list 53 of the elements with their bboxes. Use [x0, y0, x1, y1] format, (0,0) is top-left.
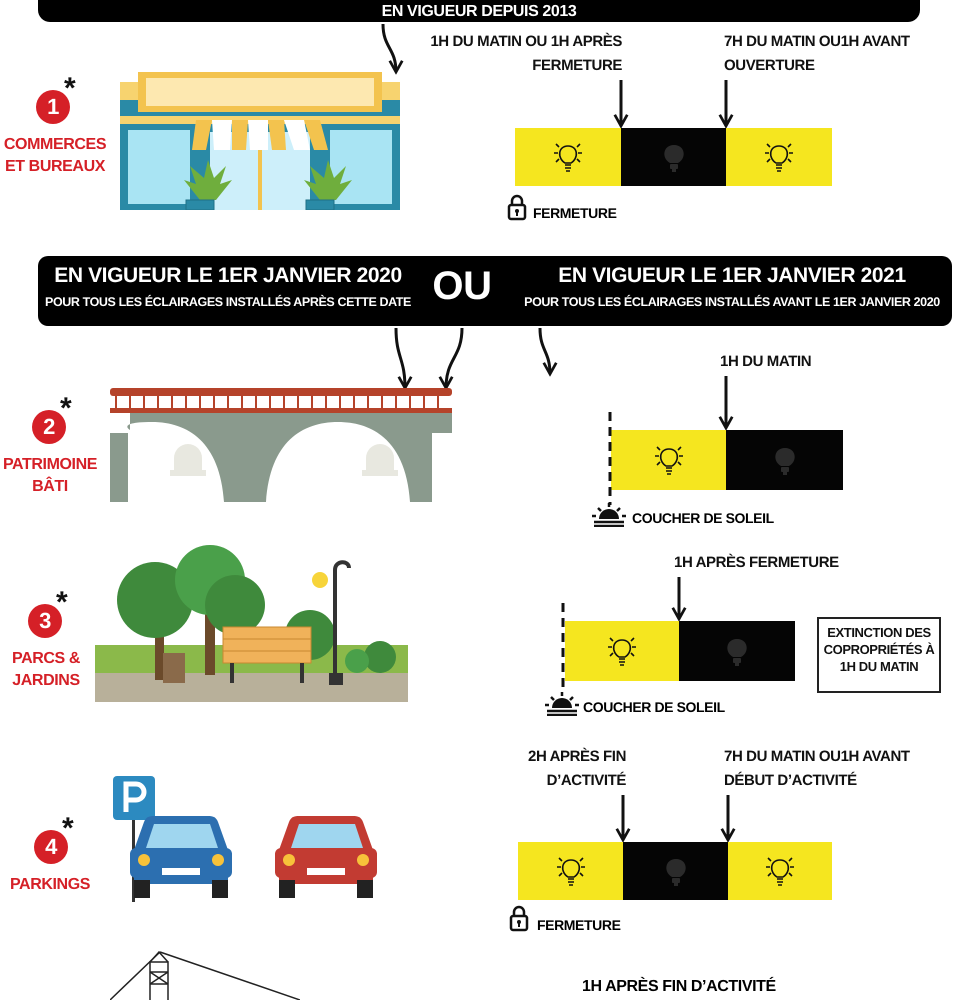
- category-name: COMMERCES ET BUREAUX: [2, 135, 108, 178]
- number-badge: 1: [36, 90, 70, 124]
- bridge-drawing: [110, 388, 452, 502]
- banner-subtitle: POUR TOUS LES ÉCLAIRAGES INSTALLÉS AVANT LE 1ER JANVIER 2020: [524, 296, 940, 310]
- arrow: [438, 328, 464, 390]
- or-separator: OU: [432, 264, 492, 308]
- timeline-segment: [726, 430, 843, 490]
- arrow: [720, 795, 736, 842]
- category-name: PARKINGS: [8, 875, 92, 895]
- annotation-label: COUCHER DE SOLEIL: [632, 509, 774, 528]
- timeline-segment: [611, 430, 726, 490]
- number-badge: 2: [32, 410, 66, 444]
- annotation-label: COUCHER DE SOLEIL: [583, 698, 725, 717]
- category-name: PATRIMOINE BÂTI: [2, 455, 98, 498]
- timeline-segment: [515, 128, 621, 186]
- time-label: 2H APRÈS FIN D’ACTIVITÉ: [470, 745, 626, 793]
- timeline-segment: [621, 128, 726, 186]
- arrow: [394, 328, 412, 390]
- number-badge: 4: [34, 830, 68, 864]
- banner-title: EN VIGUEUR DEPUIS 2013: [380, 2, 578, 22]
- arrow: [613, 80, 629, 128]
- timeline-segment: [518, 842, 623, 900]
- park-drawing: [95, 545, 408, 702]
- parking-drawing: [110, 776, 380, 902]
- banner-title: EN VIGUEUR LE 1ER JANVIER 2021: [558, 264, 906, 288]
- shop-drawing: [120, 72, 400, 210]
- timeline-segment: [726, 128, 832, 186]
- arrow: [718, 80, 734, 128]
- note-box: EXTINCTION DES COPROPRIÉTÉS À 1H DU MATIN: [817, 617, 941, 693]
- annotation-label: 1H APRÈS FIN D’ACTIVITÉ: [582, 976, 776, 997]
- arrow: [718, 376, 734, 430]
- time-label: 1H DU MATIN: [720, 350, 840, 374]
- time-label: 1H APRÈS FERMETURE: [674, 551, 864, 575]
- timeline-segment: [623, 842, 728, 900]
- timeline-segment: [679, 621, 795, 681]
- tower-drawing: [110, 950, 300, 1000]
- time-label: 7H DU MATIN OU1H AVANT OUVERTURE: [724, 30, 914, 78]
- annotation-label: FERMETURE: [537, 916, 621, 935]
- annotation-label: FERMETURE: [533, 204, 617, 223]
- category-name: PARCS & JARDINS: [10, 649, 82, 692]
- arrow: [615, 795, 631, 842]
- time-label: 1H DU MATIN OU 1H APRÈS FERMETURE: [420, 30, 622, 78]
- timeline-segment: [565, 621, 679, 681]
- timeline-segment: [728, 842, 832, 900]
- number-badge: 3: [28, 604, 62, 638]
- arrow: [382, 24, 404, 74]
- banner-title: EN VIGUEUR LE 1ER JANVIER 2020: [54, 264, 402, 288]
- banner: [38, 256, 952, 326]
- banner: [38, 0, 920, 22]
- time-label: 7H DU MATIN OU1H AVANT DÉBUT D’ACTIVITÉ: [724, 745, 954, 793]
- banner-subtitle: POUR TOUS LES ÉCLAIRAGES INSTALLÉS APRÈS CETTE DATE: [45, 296, 411, 310]
- arrow: [671, 577, 687, 620]
- arrow: [538, 328, 558, 376]
